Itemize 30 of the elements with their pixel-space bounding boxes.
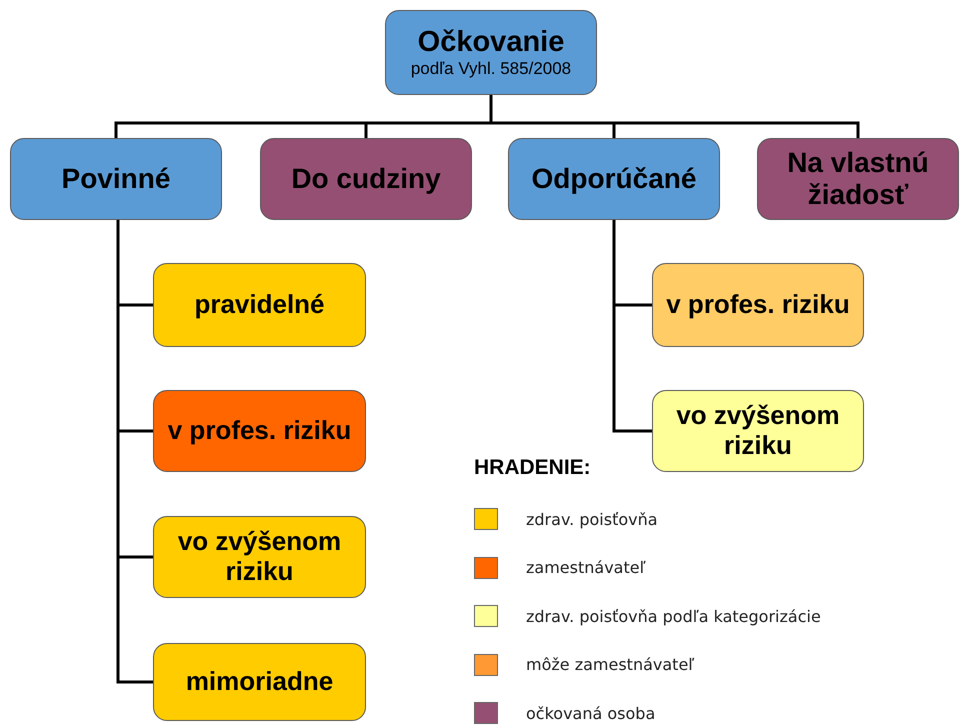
- category-box: [757, 138, 959, 220]
- category-box: [260, 138, 472, 220]
- category-box: [652, 390, 864, 472]
- legend-text: očkovaná osoba: [526, 704, 656, 722]
- category-box: [10, 138, 222, 220]
- legend-text: zdrav. poisťovňa: [526, 510, 658, 528]
- box-title: v profes. riziku: [666, 290, 850, 320]
- box-title: Do cudziny: [291, 162, 441, 196]
- box-title: Povinné: [62, 162, 170, 196]
- legend-text: môže zamestnávateľ: [526, 655, 694, 674]
- box-title: vo zvýšenom riziku: [176, 527, 342, 587]
- legend-title: HRADENIE:: [474, 456, 591, 480]
- category-box: [153, 516, 366, 598]
- box-title: Očkovanie: [418, 26, 564, 59]
- category-box: [508, 138, 720, 220]
- box-title: mimoriadne: [186, 667, 334, 697]
- box-title: vo zvýšenom riziku: [675, 401, 841, 461]
- category-box: [652, 263, 864, 347]
- box-title: v profes. riziku: [168, 416, 352, 446]
- category-box: [153, 390, 366, 472]
- box-title: Odporúčané: [532, 162, 696, 196]
- category-box: [385, 10, 597, 95]
- box-title: Na vlastnú žiadosť: [786, 146, 930, 212]
- connector-line: [490, 95, 860, 138]
- box-subtitle: podľa Vyhl. 585/2008: [410, 58, 572, 80]
- category-box: [153, 263, 366, 347]
- legend-text: zdrav. poisťovňa podľa kategorizácie: [526, 606, 821, 626]
- category-box: [153, 643, 366, 721]
- box-title: pravidelné: [194, 290, 325, 320]
- legend-text: zamestnávateľ: [526, 558, 646, 577]
